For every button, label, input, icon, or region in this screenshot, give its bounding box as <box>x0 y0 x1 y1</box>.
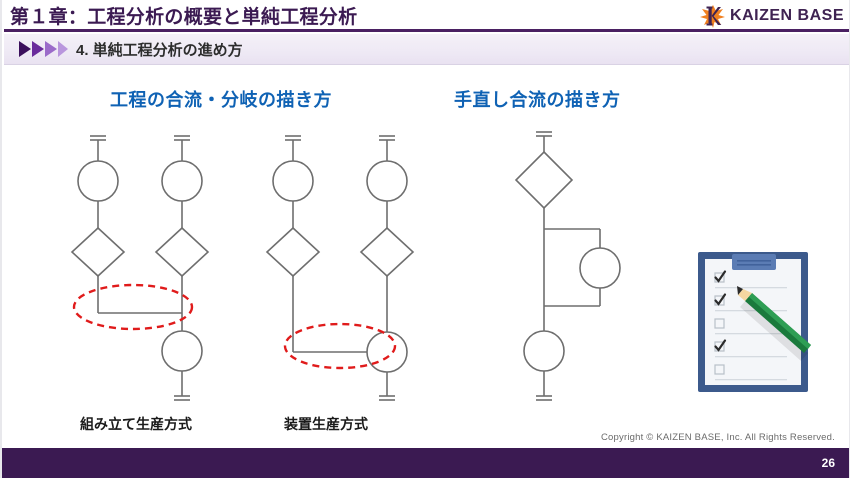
section-subtitle: 4. 単純工程分析の進め方 <box>76 42 243 59</box>
copyright-text: Copyright © KAIZEN BASE, Inc. All Rights… <box>600 432 835 443</box>
highlight-ellipse-assembly-merge <box>72 283 194 331</box>
diagram-caption-process: 装置生産方式 <box>284 416 368 432</box>
clipboard-checklist-icon <box>696 248 818 396</box>
title-bar: 第１章：工程分析の概要と単純工程分析 KAIZEN BASE <box>2 0 849 32</box>
footer-bar <box>2 448 849 478</box>
page-number: 26 <box>821 456 835 470</box>
section-heading-merge-branch: 工程の合流・分岐の描き方 <box>110 90 332 110</box>
highlight-ellipse-process-merge <box>283 322 397 370</box>
pencil-icon <box>737 286 811 353</box>
triple-chevron-right-icon <box>18 41 68 57</box>
title-divider <box>4 29 849 32</box>
page-title: 第１章：工程分析の概要と単純工程分析 <box>10 7 358 28</box>
diagram-caption-assembly: 組み立て生産方式 <box>80 416 192 432</box>
section-heading-rework: 手直し合流の描き方 <box>454 90 621 110</box>
kaizen-k-starburst-icon <box>700 4 726 28</box>
subtitle-bar: 4. 単純工程分析の進め方 <box>4 34 849 65</box>
brand-logo: KAIZEN BASE <box>700 4 844 28</box>
brand-name: KAIZEN BASE <box>730 7 844 24</box>
